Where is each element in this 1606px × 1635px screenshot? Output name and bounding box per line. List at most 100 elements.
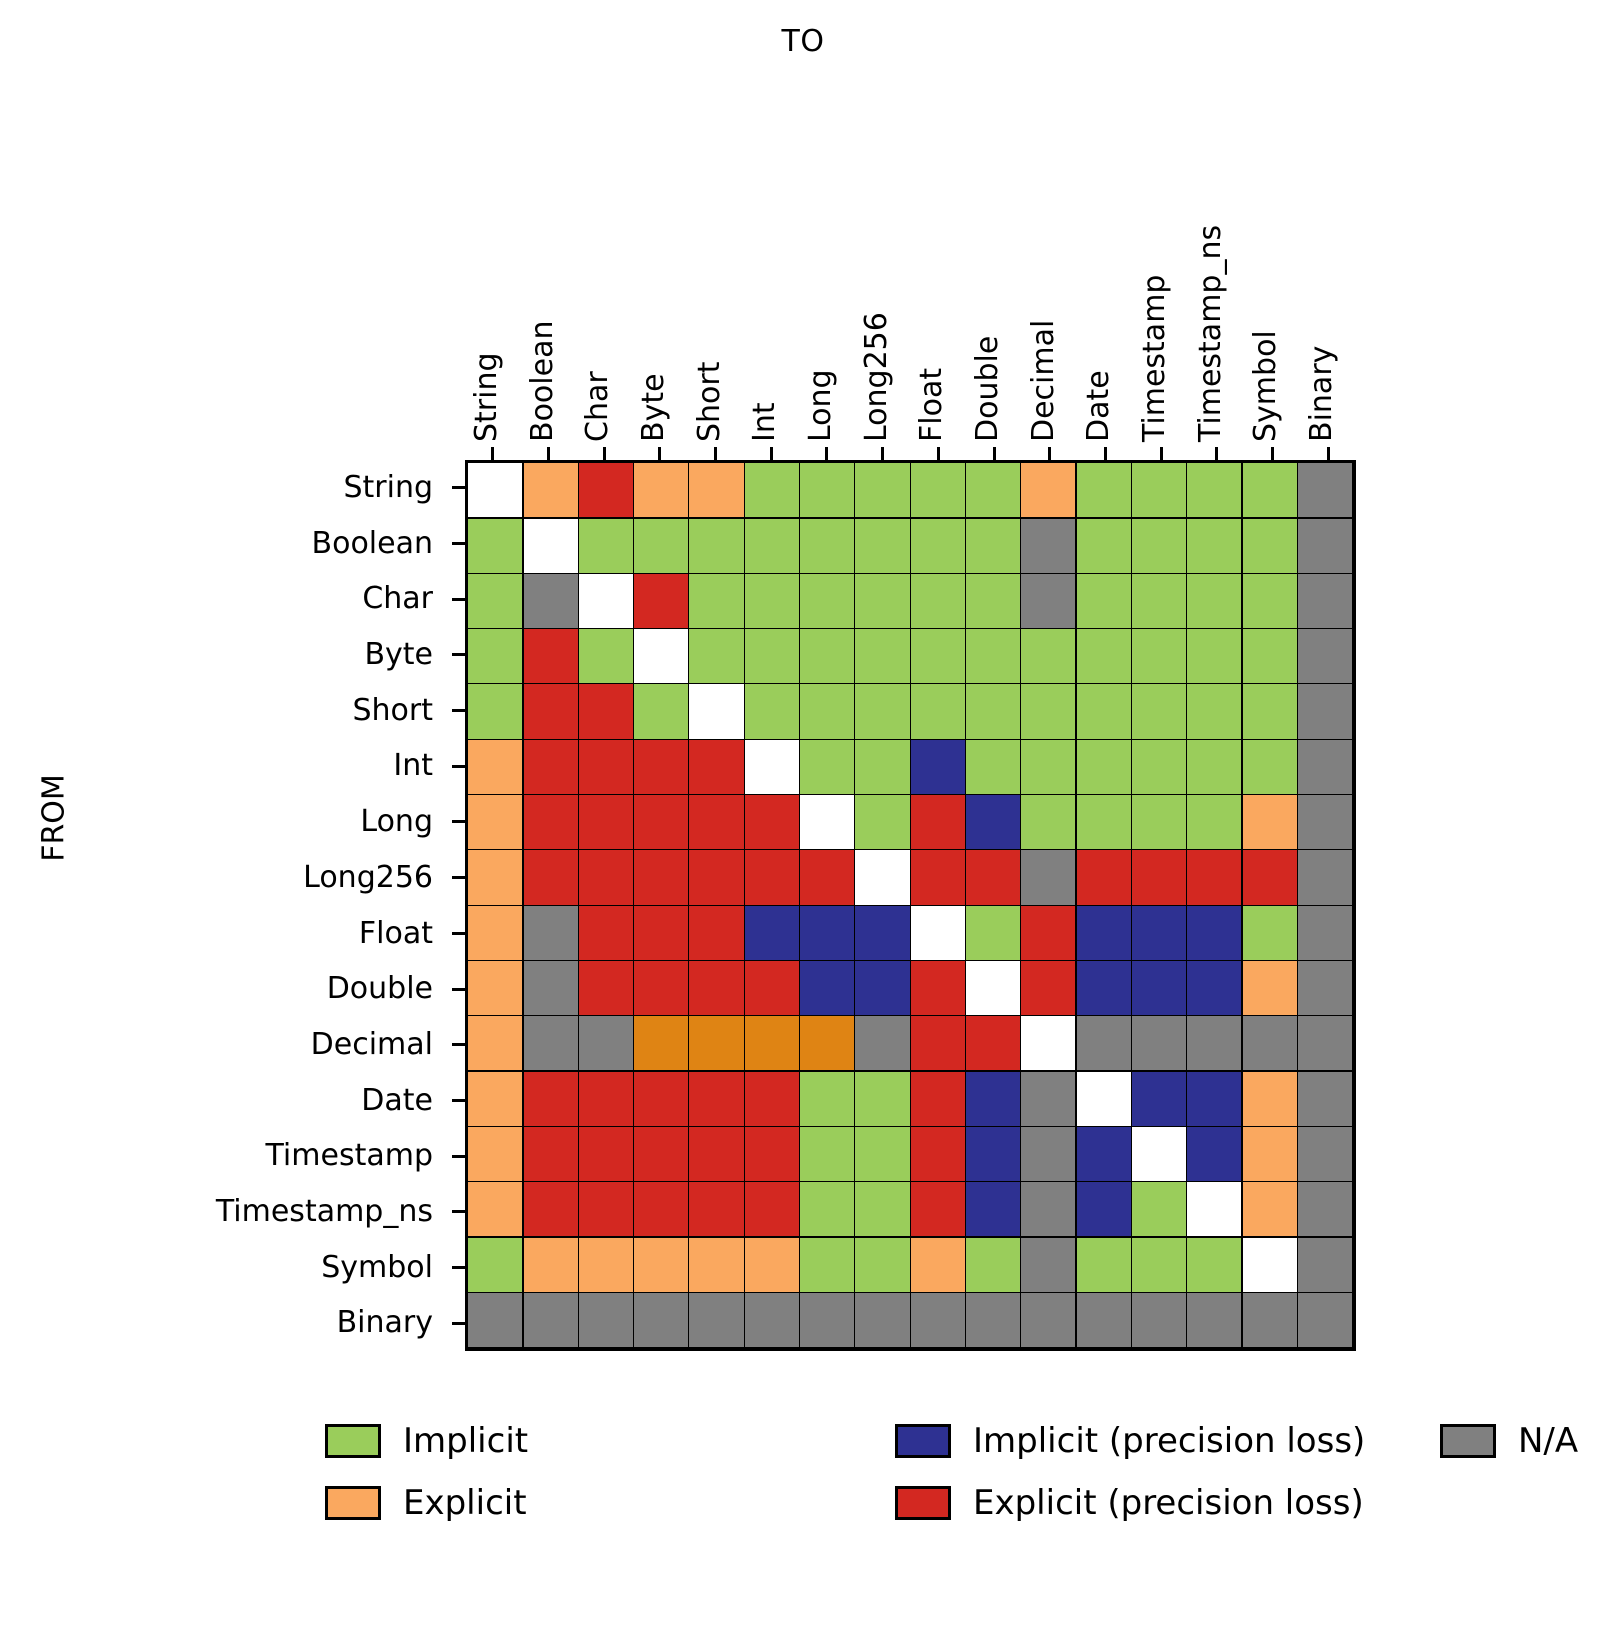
heatmap-cell [909,1070,966,1127]
heatmap-cell [1241,904,1298,961]
heatmap-cell [965,1125,1022,1183]
heatmap-cell [577,1070,634,1127]
heatmap-grid [467,462,1353,1348]
heatmap-cell [1075,904,1132,961]
heatmap-cell [522,738,579,795]
heatmap-cell [909,1236,966,1293]
x-tick [936,447,940,460]
legend-swatch [895,1486,951,1520]
heatmap-cell [633,794,690,851]
row-label-symbol: Symbol [321,1249,433,1285]
heatmap-cell [1186,1070,1243,1127]
heatmap-cell [1130,1181,1188,1238]
heatmap-cell [467,462,524,519]
x-tick [1270,447,1274,460]
heatmap-cell [1130,1291,1188,1348]
heatmap-cell [854,1125,911,1183]
heatmap-cell [1020,738,1077,795]
row-label-long256: Long256 [303,859,433,895]
heatmap-cell [854,1236,911,1293]
heatmap-cell [1130,572,1188,629]
legend-label: Implicit (precision loss) [973,1421,1366,1461]
heatmap-cell [1130,960,1188,1017]
heatmap-cell [522,960,579,1017]
heatmap-cell [577,1236,634,1293]
heatmap-cell [1075,517,1132,574]
heatmap-cell [1296,462,1353,519]
heatmap-cell [467,572,524,629]
heatmap-cell [688,1291,745,1348]
heatmap-cell [909,1181,966,1238]
heatmap-cell [743,794,800,851]
x-tick [1159,447,1163,460]
heatmap-cell [633,849,690,906]
heatmap-cell [743,683,800,740]
heatmap-cell [1130,628,1188,685]
heatmap-cell [1241,1015,1298,1072]
heatmap-cell [1296,738,1353,795]
heatmap-cell [799,572,856,629]
x-tick [547,447,551,460]
heatmap-cell [799,517,856,574]
heatmap-cell [909,683,966,740]
heatmap-cell [909,1291,966,1348]
heatmap-cell [1186,1125,1243,1183]
heatmap-cell [522,1070,579,1127]
heatmap-cell [688,1181,745,1238]
heatmap-cell [688,904,745,961]
heatmap-cell [909,628,966,685]
heatmap-cell [909,960,966,1017]
heatmap-cell [743,904,800,961]
row-label-timestamp_ns: Timestamp_ns [215,1193,433,1229]
heatmap-cell [743,517,800,574]
x-tick [491,447,495,460]
heatmap-cell [1075,683,1132,740]
heatmap-cell [854,1291,911,1348]
heatmap-cell [1130,683,1188,740]
y-tick [452,1321,465,1325]
heatmap-cell [799,1070,856,1127]
heatmap-cell [965,1070,1022,1127]
heatmap-cell [1075,960,1132,1017]
heatmap-cell [743,1070,800,1127]
heatmap-cell [1020,1291,1077,1348]
x-tick [1048,447,1052,460]
heatmap-cell [467,1291,524,1348]
legend-swatch [1440,1424,1496,1458]
heatmap-cell [467,683,524,740]
heatmap-cell [1130,517,1188,574]
heatmap-cell [799,849,856,906]
heatmap-cell [633,738,690,795]
heatmap-cell [1296,1070,1353,1127]
heatmap-cell [1020,960,1077,1017]
heatmap-cell [854,517,911,574]
heatmap-cell [467,517,524,574]
legend-label: Explicit (precision loss) [973,1483,1364,1523]
heatmap-cell [799,1236,856,1293]
axis-title-to: TO [781,24,825,59]
heatmap-cell [1186,794,1243,851]
heatmap-cell [688,1236,745,1293]
y-tick [452,764,465,768]
heatmap-cell [965,572,1022,629]
heatmap-cell [909,572,966,629]
heatmap-cell [688,794,745,851]
heatmap-cell [633,1015,690,1072]
heatmap-cell [1020,572,1077,629]
row-label-char: Char [362,581,433,617]
heatmap-cell [633,960,690,1017]
heatmap-cell [909,904,966,961]
heatmap-cell [1130,738,1188,795]
heatmap-cell [1186,462,1243,519]
heatmap-cell [1020,1070,1077,1127]
heatmap-cell [522,794,579,851]
heatmap-cell [854,628,911,685]
heatmap-cell [854,683,911,740]
heatmap-cell [743,1125,800,1183]
heatmap-cell [854,849,911,906]
heatmap-cell [522,517,579,574]
heatmap-cell [1075,1015,1132,1072]
heatmap-cell [743,849,800,906]
heatmap-cell [965,628,1022,685]
